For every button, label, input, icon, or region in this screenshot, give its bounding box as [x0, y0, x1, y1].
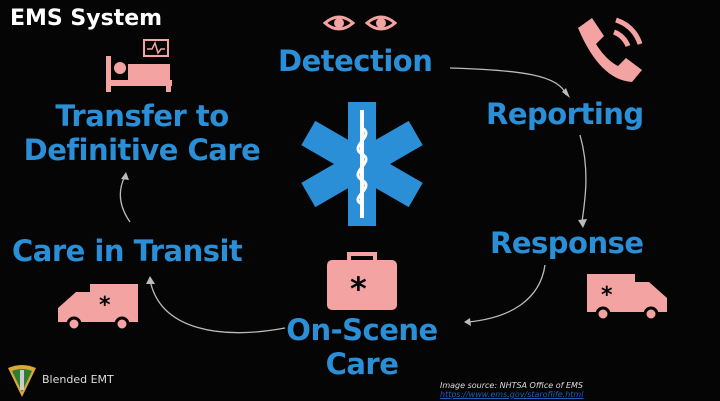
- svg-text:*: *: [350, 270, 367, 308]
- svg-text:*: *: [99, 293, 111, 318]
- image-credit: Image source: NHTSA Office of EMS https:…: [440, 381, 720, 399]
- first-aid-kit-icon: *: [327, 252, 397, 310]
- source-link[interactable]: https://www.ems.gov/staroflife.html: [440, 390, 584, 399]
- phone-icon: [578, 17, 643, 82]
- step-response: Response: [490, 226, 644, 260]
- step-on-scene-line1: On-Scene: [286, 313, 438, 347]
- ambulance-icon: *: [58, 284, 138, 330]
- brand-name: Blended EMT: [42, 373, 114, 386]
- hospital-bed-icon: [106, 39, 172, 92]
- arrow-detection-reporting: [449, 67, 567, 96]
- step-transfer-definitive-care: Transfer to Definitive Care: [14, 99, 270, 167]
- source-label: Image source: NHTSA Office of EMS: [440, 381, 584, 390]
- blended-emt-logo: [8, 365, 36, 397]
- step-on-scene-care: On-Scene Care: [282, 313, 442, 381]
- step-transfer-line1: Transfer to: [55, 99, 229, 133]
- arrow-onscene-transit: [149, 279, 286, 334]
- arrow-transit-transfer: [119, 175, 131, 223]
- step-transfer-line2: Definitive Care: [23, 133, 261, 167]
- eyes-icon: [322, 15, 398, 31]
- step-on-scene-line2: Care: [325, 347, 399, 381]
- arrow-reporting-response: [579, 134, 587, 223]
- ambulance-icon: *: [587, 274, 667, 320]
- step-detection: Detection: [278, 44, 433, 78]
- svg-text:*: *: [601, 283, 613, 308]
- step-care-in-transit: Care in Transit: [12, 234, 243, 268]
- star-of-life-icon: [301, 102, 423, 226]
- step-reporting: Reporting: [486, 97, 644, 131]
- page-title: EMS System: [10, 6, 163, 31]
- arrow-response-onscene: [467, 264, 546, 323]
